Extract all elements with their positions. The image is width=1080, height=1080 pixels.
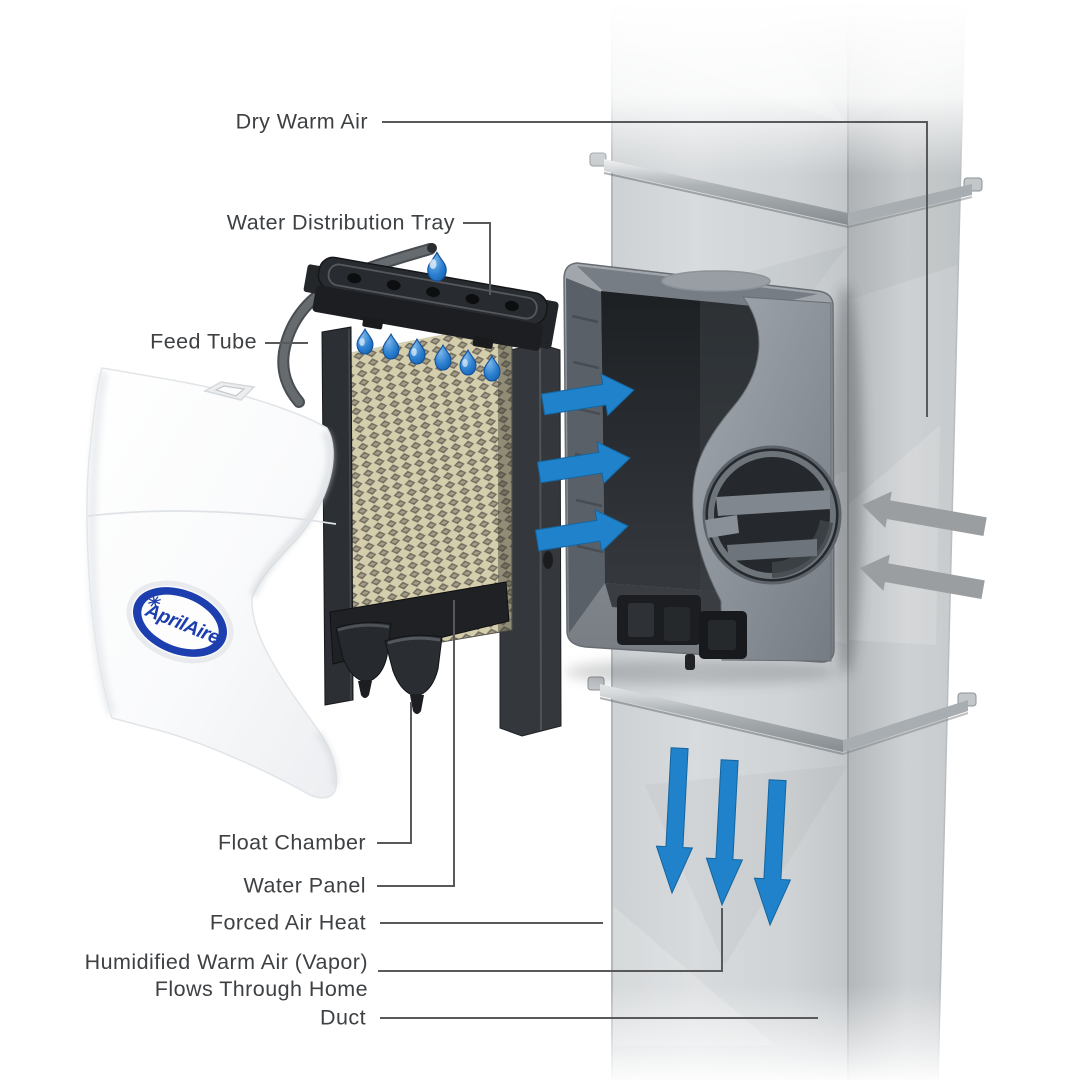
cover-notch bbox=[202, 381, 256, 401]
label-forced-air-heat: Forced Air Heat bbox=[209, 910, 366, 935]
label-feed-tube: Feed Tube bbox=[150, 329, 257, 354]
label-duct: Duct bbox=[319, 1005, 366, 1030]
water-droplets bbox=[356, 251, 501, 382]
water-panel-assembly bbox=[277, 243, 562, 737]
housing-bottom-clips bbox=[617, 595, 747, 670]
housing-floor-shadow bbox=[565, 659, 835, 685]
label-float-chamber: Float Chamber bbox=[217, 830, 366, 855]
airflow-into-housing-arrows bbox=[533, 368, 638, 562]
humidifier-cover: ✳ AprilAire bbox=[86, 367, 338, 799]
housing-shadow bbox=[829, 285, 863, 675]
label-humidified-line1: Humidified Warm Air (Vapor) bbox=[84, 950, 368, 974]
label-humidified-line2: Flows Through Home bbox=[154, 977, 368, 1001]
duct-upper-joint bbox=[589, 152, 983, 228]
water-distribution-tray-illustration bbox=[303, 256, 559, 351]
feed-tube-illustration bbox=[277, 243, 437, 408]
float-chambers bbox=[335, 621, 443, 714]
label-water-panel: Water Panel bbox=[243, 873, 366, 898]
duct-bottom-fade bbox=[580, 985, 990, 1080]
label-humidified-warm-air: Humidified Warm Air (Vapor) Flows Throug… bbox=[85, 949, 368, 1003]
label-dry-warm-air: Dry Warm Air bbox=[235, 109, 368, 134]
humidifier-housing bbox=[563, 262, 842, 670]
aprilaire-logo: ✳ AprilAire bbox=[126, 580, 234, 664]
duct-lower-joint bbox=[587, 676, 977, 755]
leader-lines bbox=[265, 121, 928, 1019]
label-water-distribution-tray: Water Distribution Tray bbox=[226, 210, 455, 235]
